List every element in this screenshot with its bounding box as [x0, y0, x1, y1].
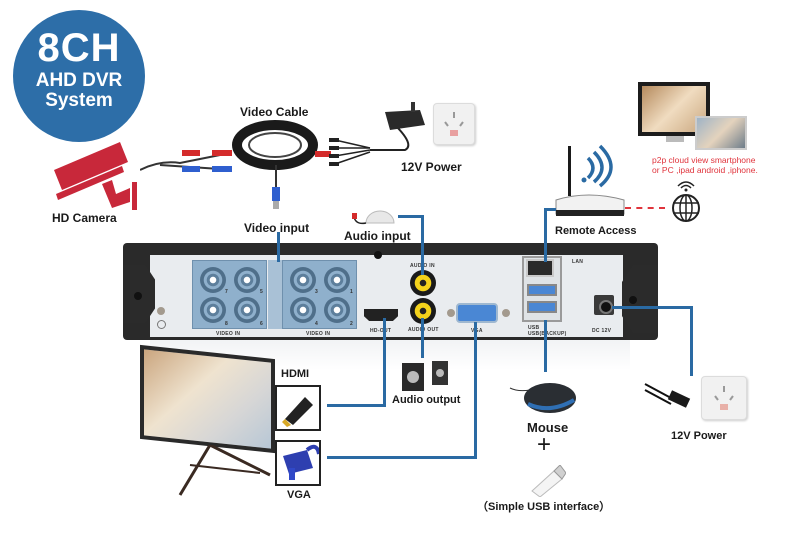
channel-label: 6 — [260, 321, 264, 327]
badge-channels: 8CH — [37, 26, 121, 70]
ground-symbol-icon — [157, 320, 166, 329]
wire-vga-v — [474, 322, 477, 458]
wire-audio-input-h — [398, 215, 424, 218]
usb-port-1[interactable] — [527, 284, 557, 296]
usb-backup-label: USB(BACKUP) — [528, 331, 567, 337]
screw-top — [374, 251, 382, 259]
usb-label: USB — [528, 325, 540, 331]
video-in-block-right: 3 1 4 2 — [282, 260, 357, 329]
video-in-right-label: VIDEO IN — [306, 331, 331, 337]
video-cable-icon — [140, 120, 331, 209]
dvr-right-ear — [622, 265, 658, 333]
speakers-icon — [402, 361, 448, 391]
monitor-stand — [666, 136, 684, 142]
plus-sign: + — [537, 431, 552, 458]
video-in-left-label: VIDEO IN — [216, 331, 241, 337]
p2p-text-line2: or PC ,ipad android ,iphone. — [652, 165, 758, 175]
camera-icon — [54, 142, 137, 210]
usb-drive-icon — [531, 465, 566, 497]
bnc-port-5[interactable] — [234, 267, 260, 293]
router-icon — [555, 144, 625, 216]
bnc-port-1[interactable] — [324, 267, 350, 293]
channel-label: 8 — [225, 321, 229, 327]
wire-vga-h — [327, 456, 477, 459]
channel-label: 2 — [350, 321, 354, 327]
monitor-photo — [638, 82, 710, 136]
hdmi-port[interactable] — [364, 309, 398, 321]
internet-link-line — [625, 207, 665, 209]
bnc-port-3[interactable] — [290, 267, 316, 293]
wire-lan-h — [544, 208, 556, 211]
badge-system: System — [45, 90, 113, 111]
dc-cable-icon — [644, 383, 691, 408]
wire-hdmi-v — [383, 318, 386, 406]
globe-icon — [672, 181, 700, 222]
hdmi-label: HDMI — [281, 368, 310, 380]
vga-port[interactable] — [456, 303, 498, 323]
hd-camera-label: HD Camera — [52, 211, 117, 225]
channel-label: 3 — [315, 289, 319, 295]
socket-icon — [714, 386, 734, 410]
ground-screw — [157, 307, 165, 315]
vga-screw-right — [502, 309, 510, 317]
bnc-port-6[interactable] — [234, 297, 260, 323]
hdmi-connector-box — [275, 385, 321, 431]
product-badge: 8CH AHD DVR System — [13, 10, 145, 142]
wire-dc-v — [690, 306, 693, 376]
wire-usb — [544, 320, 547, 372]
hdmi-plug-icon — [282, 397, 313, 427]
usb-port-2[interactable] — [527, 301, 557, 313]
wire-lan-v — [544, 208, 547, 262]
wire-video-input — [277, 232, 280, 262]
socket-icon — [444, 112, 464, 136]
mouse-label: Mouse — [527, 420, 569, 435]
channel-label: 1 — [350, 289, 354, 295]
p2p-text-line1: p2p cloud view smartphone — [652, 155, 756, 165]
lan-port[interactable] — [526, 259, 554, 277]
vga-screw-left — [447, 309, 455, 317]
vga-connector-box — [275, 440, 321, 486]
dc-label: DC 12V — [592, 328, 612, 334]
video-in-divider — [268, 260, 282, 329]
bnc-port-4[interactable] — [290, 297, 316, 323]
badge-type: AHD DVR — [35, 70, 123, 91]
screw-left — [134, 292, 142, 300]
channel-label: 7 — [225, 289, 229, 295]
vga-label: VGA — [287, 489, 311, 501]
channel-label: 4 — [315, 321, 319, 327]
mouse-icon — [509, 383, 576, 413]
wire-audio-out — [421, 318, 424, 358]
video-cable-label: Video Cable — [240, 105, 309, 119]
power-socket-top — [433, 103, 475, 145]
power-socket-bottom — [701, 376, 747, 420]
power-top-label: 12V Power — [401, 160, 462, 174]
vga-plug-icon — [283, 444, 321, 480]
monitor-stand-icon — [178, 445, 271, 496]
tablet-photo — [695, 116, 747, 150]
hd-out-label: HD-OUT — [370, 328, 392, 334]
wire-dc-h — [612, 306, 692, 309]
screw-right — [629, 296, 637, 304]
video-in-block-left: 7 5 8 6 — [192, 260, 267, 329]
channel-label: 5 — [260, 289, 264, 295]
bnc-port-2[interactable] — [324, 297, 350, 323]
monitor-display — [140, 344, 275, 454]
usb-interface-label: （Simple USB interface） — [477, 501, 611, 513]
lan-label: LAN — [572, 259, 584, 265]
remote-access-label: Remote Access — [555, 225, 637, 237]
bnc-port-7[interactable] — [200, 267, 226, 293]
audio-input-label: Audio input — [344, 229, 411, 243]
dc-power-port[interactable] — [594, 295, 614, 315]
wire-audio-input-v — [421, 215, 424, 275]
bnc-port-8[interactable] — [200, 297, 226, 323]
power-bottom-label: 12V Power — [671, 430, 727, 442]
power-adapter-icon — [329, 102, 425, 166]
video-input-label: Video input — [244, 221, 310, 235]
audio-output-label: Audio output — [392, 394, 461, 406]
microphone-icon — [352, 210, 395, 225]
wire-hdmi-h — [327, 404, 386, 407]
